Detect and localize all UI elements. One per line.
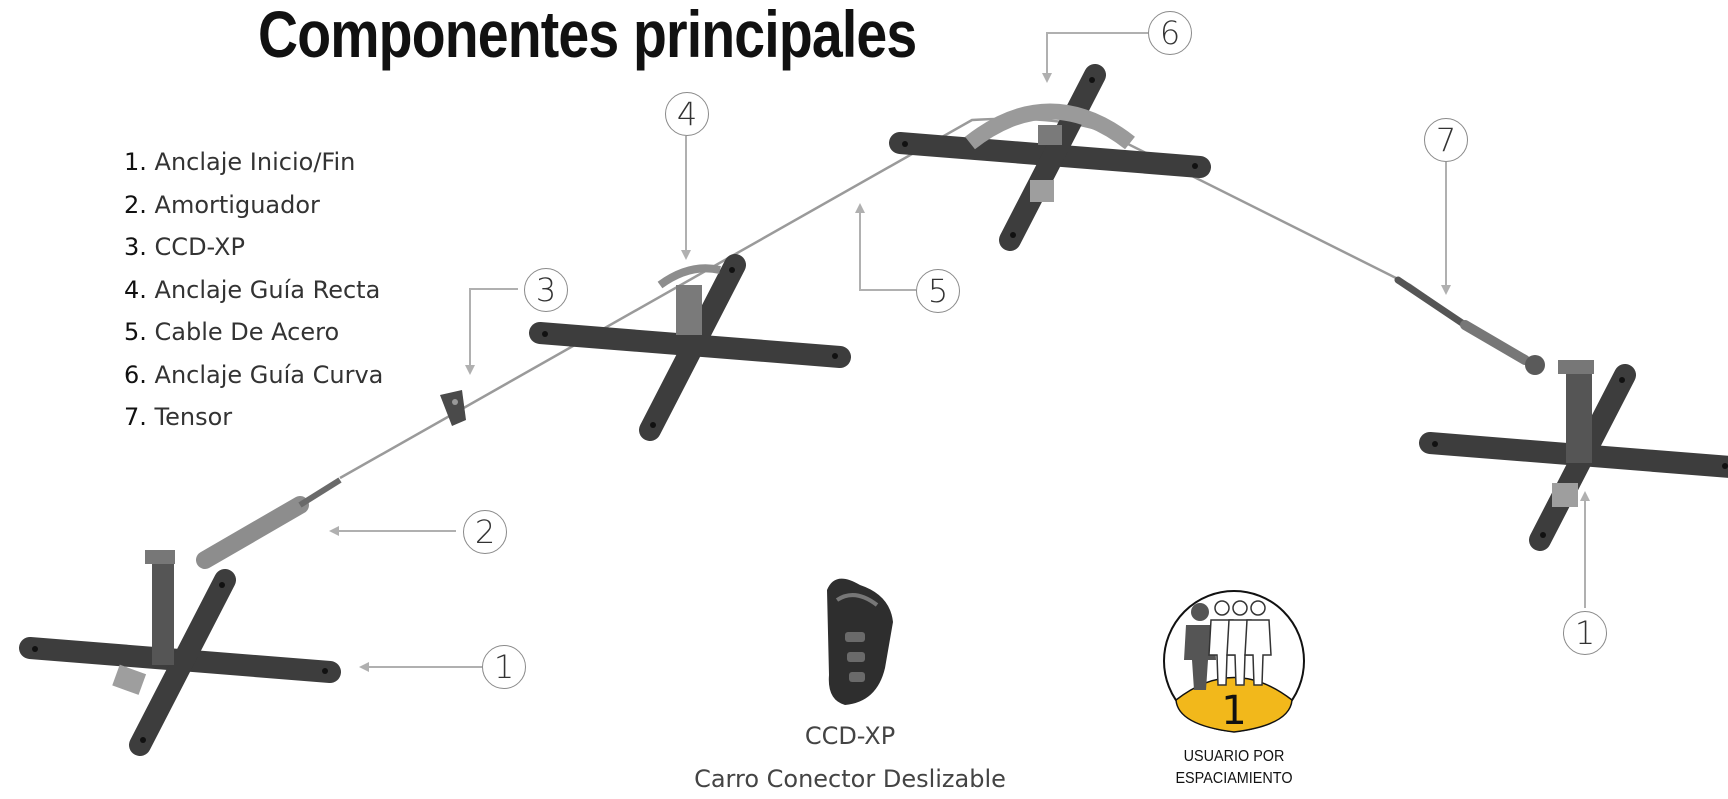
legend-number: 1. [124,148,147,176]
legend-number: 2. [124,190,147,219]
legend-label: Cable De Acero [154,318,340,346]
legend-label: CCD-XP [154,233,245,261]
arrow-5 [855,203,916,291]
legend-number: 7. [124,403,147,431]
legend-item-6: 6. Anclaje Guía Curva [124,354,383,397]
shock-absorber [196,477,342,569]
badge-caption: USUARIO POR ESPACIAMIENTO [1153,746,1315,790]
tensor [1394,276,1545,375]
callout-4: 4 [665,92,709,136]
legend-label: Tensor [154,403,233,431]
ccd-xp-description: Carro Conector Deslizable [694,765,1006,793]
legend-item-1: 1. Anclaje Inicio/Fin [124,141,383,184]
callout-5: 5 [916,269,960,313]
straight-guide-anchor [540,265,840,430]
user-outline-icons [1208,600,1272,686]
curve-guide-anchor [900,75,1200,240]
badge-caption-line2: ESPACIAMIENTO [1175,770,1293,787]
user-per-spacing-badge: 1 [1163,590,1305,734]
callout-1-left: 1 [482,645,526,689]
ccd-xp-product-image [827,578,893,705]
badge-count: 1 [1221,688,1246,734]
legend-number: 5. [124,318,147,346]
callout-3: 3 [524,268,568,312]
legend-item-5: 5. Cable De Acero [124,311,383,354]
legend-item-4: 4. Anclaje Guía Recta [124,269,383,312]
callout-1-right: 1 [1563,611,1607,655]
components-legend: 1. Anclaje Inicio/Fin 2. Amortiguador 3.… [124,141,383,439]
badge-caption-line1: USUARIO POR [1183,748,1285,765]
start-end-anchor-left [30,550,330,745]
callout-7: 7 [1424,118,1468,162]
legend-item-3: 3. CCD-XP [124,226,383,269]
arrow-3 [465,288,518,375]
legend-item-2: 2. Amortiguador [124,184,383,227]
legend-label: Amortiguador [154,190,320,219]
arrow-6 [1042,32,1148,83]
user-figure-icon [1184,603,1216,690]
ccd-xp-on-cable [440,390,466,426]
legend-number: 4. [124,275,147,304]
callout-2: 2 [463,510,507,554]
legend-number: 3. [124,233,147,261]
ccd-xp-name: CCD-XP [804,722,896,750]
legend-label: Anclaje Guía Recta [154,275,381,304]
legend-item-7: 7. Tensor [124,396,383,439]
legend-label: Anclaje Inicio/Fin [154,148,356,176]
callout-6: 6 [1148,11,1192,55]
legend-number: 6. [124,360,147,389]
legend-label: Anclaje Guía Curva [154,360,384,389]
page-title: Componentes principales [258,0,917,71]
start-end-anchor-right [1430,360,1728,540]
